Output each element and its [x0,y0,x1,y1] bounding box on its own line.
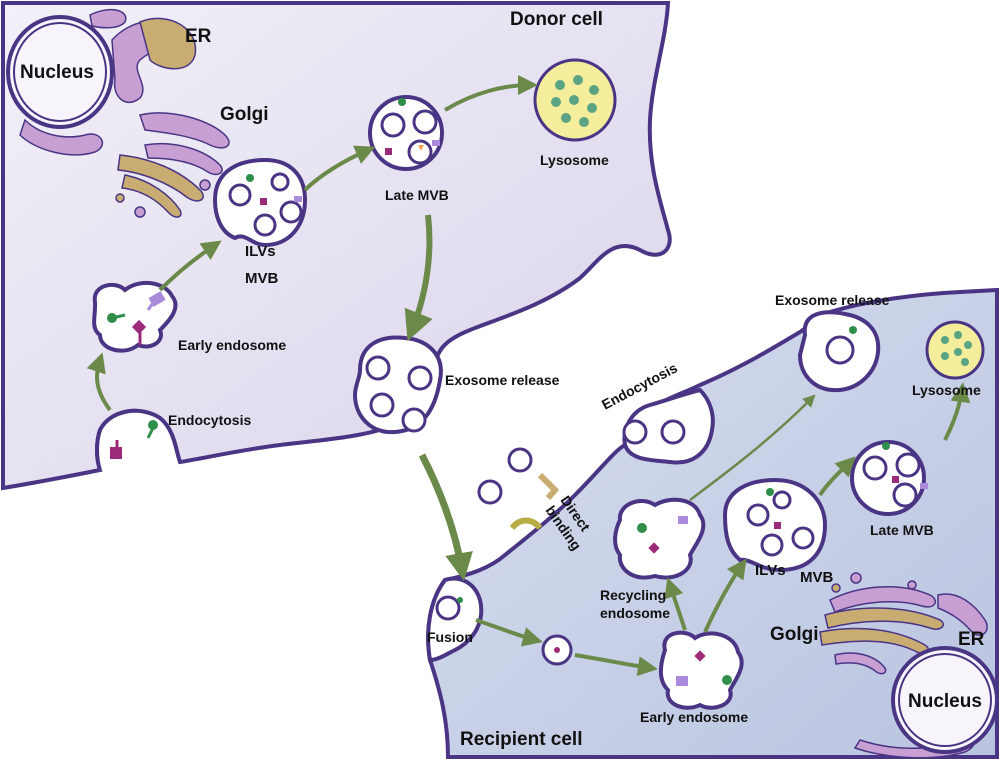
recipient-fusion-label: Fusion [427,629,473,645]
recipient-lysosome-label: Lysosome [912,382,981,398]
donor-er-label: ER [185,26,212,47]
recipient-er-label: ER [958,629,985,650]
recipient-early-endosome [658,630,744,710]
donor-exosome-release [352,335,443,435]
donor-late-mvb-label: Late MVB [385,187,449,203]
recipient-endocytosis [622,387,715,465]
donor-arrows [86,75,538,412]
recipient-recycling-endosome-label-line2: endosome [600,605,670,621]
donor-mvb [212,157,308,248]
recipient-late-mvb-label: Late MVB [870,522,934,538]
donor-endocytosis [95,408,182,471]
donor-mvb-label: MVB [245,270,279,287]
recipient-nucleus-label: Nucleus [908,691,982,712]
recipient-exosome-release [797,310,881,393]
recipient-nucleus [891,646,999,754]
recipient-early-endosome-label: Early endosome [640,709,748,725]
recipient-cytosolic-vesicle [541,634,573,666]
recipient-fusion [426,576,484,663]
recipient-ilvs-label: ILVs [755,562,786,579]
donor-late-mvb [368,95,444,171]
donor-cell-label: Donor cell [510,9,603,30]
recipient-cell-label: Recipient cell [460,729,583,750]
recipient-arrows [418,382,971,677]
recipient-lysosome [925,320,985,380]
donor-nucleus-label: Nucleus [20,62,94,83]
recipient-mvb [722,477,828,573]
recipient-mvb-label: MVB [800,569,834,586]
donor-lysosome [533,58,617,142]
direct-binding-exosomes [477,447,560,531]
recipient-golgi-label: Golgi [770,624,819,645]
donor-early-endosome [92,280,178,353]
recipient-late-mvb [850,440,928,516]
donor-early-endosome-label: Early endosome [178,337,286,353]
donor-er [19,8,172,156]
donor-golgi [115,17,230,218]
donor-ilvs-label: ILVs [245,243,276,260]
recipient-recycling-endosome [613,497,706,580]
donor-exosome-release-label: Exosome release [445,372,560,388]
recipient-recycling-endosome-label-line1: Recycling [600,587,666,603]
recipient-golgi [819,572,944,675]
recipient-exosome-release-label: Exosome release [775,292,890,308]
donor-lysosome-label: Lysosome [540,152,609,168]
donor-golgi-label: Golgi [220,104,269,125]
donor-nucleus [6,15,114,129]
donor-endocytosis-label: Endocytosis [168,412,251,428]
